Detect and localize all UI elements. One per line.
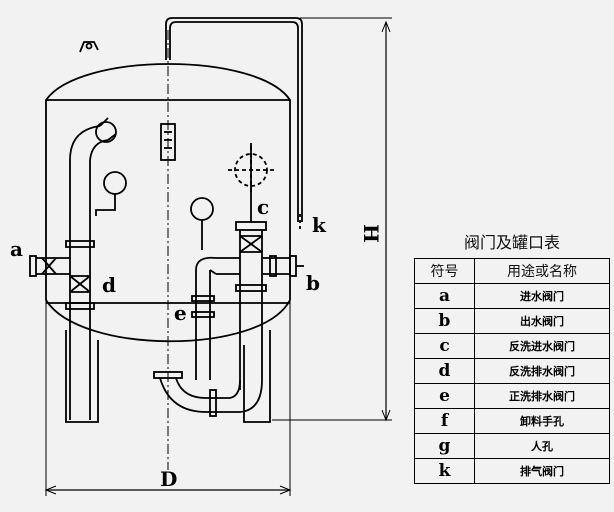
- header-symbol: 符号: [414, 258, 475, 284]
- row-symbol: g: [414, 433, 475, 459]
- tank-leg-left: [65, 330, 99, 423]
- row-name: 出水阀门: [474, 308, 610, 334]
- legend-header-row: 符号 用途或名称: [414, 258, 610, 284]
- valve-c: [239, 235, 263, 253]
- manhole-g: [228, 146, 274, 194]
- label-c: c: [257, 195, 269, 219]
- row-symbol: d: [414, 358, 475, 384]
- row-name: 正洗排水阀门: [474, 383, 610, 409]
- row-name: 反洗排水阀门: [474, 358, 610, 384]
- label-d: d: [102, 273, 116, 297]
- rinse-pipe: [195, 270, 211, 380]
- legend-title: 阀门及罐口表: [463, 233, 560, 252]
- row-symbol: c: [414, 333, 475, 359]
- label-k: k: [312, 213, 327, 237]
- vent-pipe: [165, 17, 303, 222]
- row-symbol: k: [414, 458, 475, 484]
- row-symbol: b: [414, 308, 475, 334]
- valve-a: [41, 257, 57, 275]
- row-name: 卸料手孔: [474, 408, 610, 434]
- row-name: 人孔: [474, 433, 610, 459]
- label-a: a: [10, 237, 23, 261]
- row-name: 进水阀门: [474, 283, 610, 309]
- pressure-gauge-left: [103, 171, 127, 195]
- inlet-pipe-left: [69, 160, 91, 420]
- tank-leg-right: [243, 330, 271, 423]
- valve-d: [69, 275, 91, 293]
- row-name: 排气阀门: [474, 458, 610, 484]
- lifting-lug: [79, 41, 99, 53]
- row-name: 反洗进水阀门: [474, 333, 610, 359]
- bottom-u-pipe: [159, 377, 263, 413]
- label-h: H: [359, 224, 383, 243]
- label-d-dimension: D: [160, 467, 177, 491]
- row-symbol: f: [414, 408, 475, 434]
- row-symbol: a: [414, 283, 475, 309]
- row-symbol: e: [414, 383, 475, 409]
- label-b: b: [306, 271, 320, 295]
- label-e: e: [174, 301, 187, 325]
- pressure-gauge-right: [190, 197, 214, 221]
- backwash-pipe: [239, 230, 263, 390]
- header-name: 用途或名称: [474, 258, 610, 284]
